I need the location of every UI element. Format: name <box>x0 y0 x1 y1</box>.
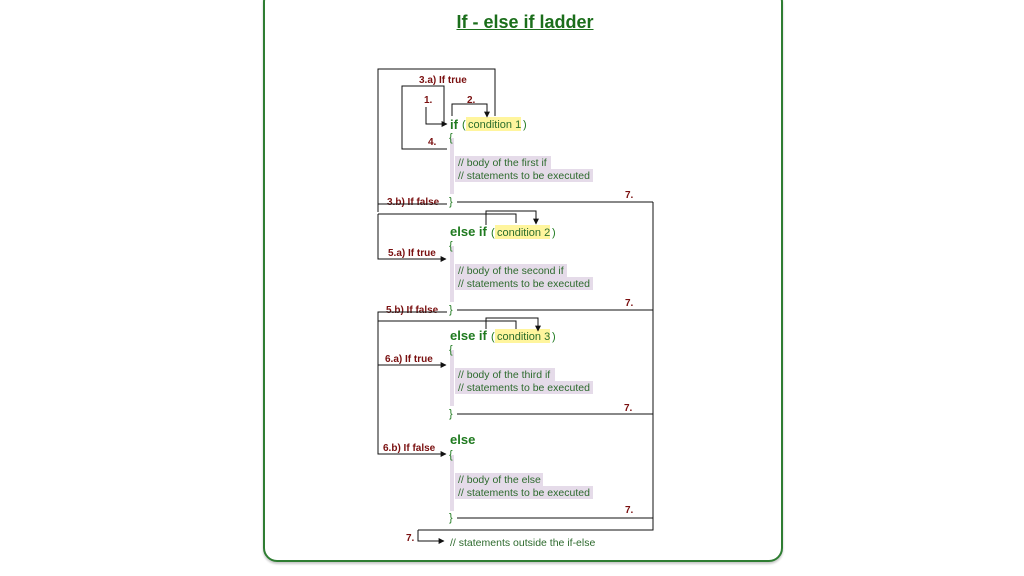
label-step-7-b: 7. <box>625 298 634 309</box>
label-step-7-d: 7. <box>625 505 634 516</box>
label-step-2: 2. <box>467 95 476 106</box>
flow-4-loop <box>401 85 447 150</box>
elseif2-body-comment-highlight <box>455 368 555 381</box>
label-step-5a: 5.a) If true <box>388 248 436 259</box>
label-step-7-a: 7. <box>625 190 634 201</box>
elseif1-keyword: else if <box>450 224 488 239</box>
if-open-brace: { <box>449 132 453 144</box>
elseif2-close-brace: } <box>449 408 453 420</box>
elseif2-open-paren: ( <box>491 331 495 343</box>
if-body-statements: // statements to be executed <box>458 170 590 182</box>
else-body-statements: // statements to be executed <box>458 487 590 499</box>
elseif1-body-statements: // statements to be executed <box>458 278 590 290</box>
flow-1-entry <box>425 107 448 127</box>
flow-elseif2-eval <box>485 317 541 332</box>
elseif1-body-statements-highlight <box>455 277 593 290</box>
elseif1-condition: condition 2 <box>497 227 550 239</box>
elseif2-body-comment: // body of the third if <box>458 369 550 381</box>
label-step-6b: 6.b) If false <box>383 443 436 454</box>
else-close-brace: } <box>449 512 453 524</box>
label-step-7-e: 7. <box>406 533 415 544</box>
elseif1-body-comment-highlight <box>455 264 567 277</box>
flow-elseif2-top <box>378 320 517 329</box>
label-step-1: 1. <box>424 95 433 106</box>
elseif2-condition: condition 3 <box>497 331 550 343</box>
elseif2-body-highlight <box>450 350 454 406</box>
page-title: If - else if ladder <box>456 12 594 32</box>
elseif2-keyword: else if <box>450 328 488 343</box>
label-step-4: 4. <box>428 137 437 148</box>
elseif1-body-highlight <box>450 246 454 302</box>
if-open-paren: ( <box>462 119 466 131</box>
else-body-statements-highlight <box>455 486 593 499</box>
else-open-brace: { <box>449 449 453 461</box>
if-close-brace: } <box>449 196 453 208</box>
condition-2-highlight <box>495 225 550 239</box>
condition-3-highlight <box>495 329 550 343</box>
elseif2-body-statements: // statements to be executed <box>458 382 590 394</box>
else-body-comment: // body of the else <box>458 474 541 486</box>
if-body-highlight <box>450 138 454 194</box>
flow-elseif1-top <box>378 213 517 223</box>
if-body-comment: // body of the first if <box>458 157 547 169</box>
label-step-6a: 6.a) If true <box>385 354 433 365</box>
elseif2-open-brace: { <box>449 344 453 356</box>
flow-7-outside-arrow <box>417 530 445 544</box>
label-step-3a: 3.a) If true <box>419 75 467 86</box>
else-body-comment-highlight <box>455 473 543 486</box>
outside-statement: // statements outside the if-else <box>450 537 595 549</box>
label-step-7-c: 7. <box>624 403 633 414</box>
elseif1-body-comment: // body of the second if <box>458 265 564 277</box>
elseif2-body-statements-highlight <box>455 381 593 394</box>
flow-5a-true <box>377 214 447 262</box>
flow-6b-false <box>377 365 447 457</box>
flow-3a-loop <box>377 68 496 205</box>
flow-2-evaluate <box>451 103 490 118</box>
elseif1-open-paren: ( <box>491 227 495 239</box>
condition-1-highlight <box>466 117 521 131</box>
elseif1-close-brace: } <box>449 304 453 316</box>
if-body-statements-highlight <box>455 169 593 182</box>
elseif1-open-brace: { <box>449 240 453 252</box>
if-close-paren: ) <box>523 119 527 131</box>
else-keyword: else <box>450 432 475 447</box>
label-step-5b: 5.b) If false <box>386 305 439 316</box>
diagram-frame <box>263 0 783 562</box>
flow-elseif1-eval <box>485 210 539 225</box>
else-body-highlight <box>450 455 454 511</box>
if-body-comment-highlight <box>455 156 551 169</box>
elseif1-close-paren: ) <box>552 227 556 239</box>
flow-5b-false <box>377 311 447 321</box>
flow-7-right-rail <box>418 202 654 531</box>
if-keyword: if <box>450 117 459 132</box>
if-condition: condition 1 <box>468 119 521 131</box>
elseif2-close-paren: ) <box>552 331 556 343</box>
label-step-3b: 3.b) If false <box>387 197 440 208</box>
